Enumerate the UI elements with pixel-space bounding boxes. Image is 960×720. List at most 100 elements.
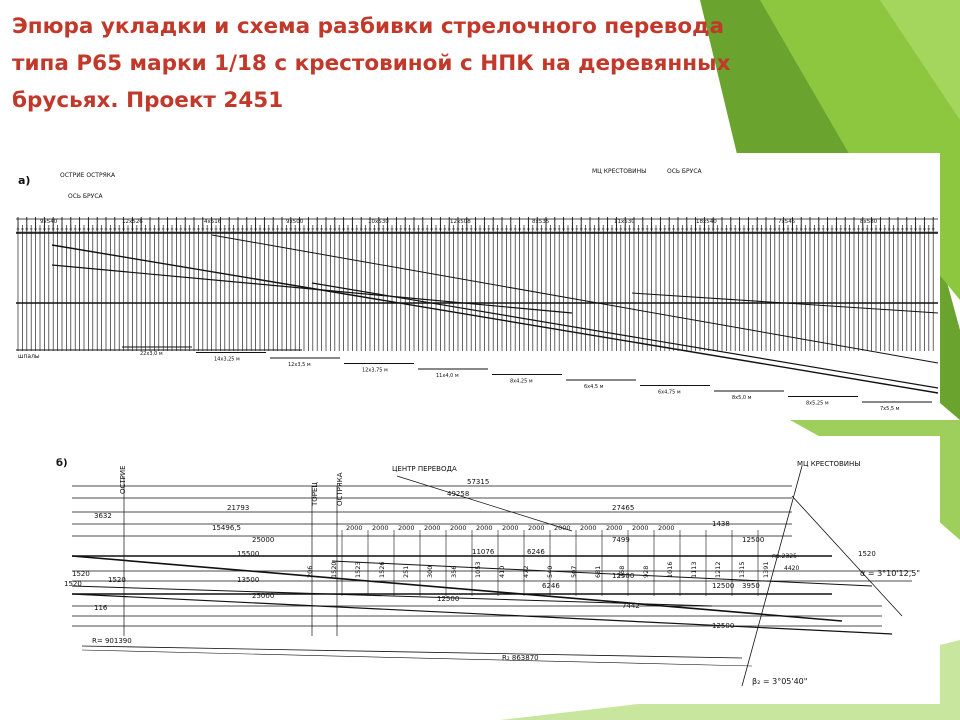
ordinate-label: 1520 xyxy=(330,561,338,578)
ordinate-label: 300 xyxy=(426,566,434,578)
header-tip-label: ОСТРИЕ ОСТРЯКА xyxy=(60,172,116,179)
spacing-label: 9х500 xyxy=(286,219,304,225)
pr2-label: 4420 xyxy=(784,565,799,572)
chain-label: 2000 xyxy=(502,524,519,532)
scheme-line xyxy=(741,465,803,687)
dimension-labels: 57315492582746521793363215496,5250001550… xyxy=(64,478,876,630)
ordinate-label: 1113 xyxy=(690,561,698,578)
ordinate-label: 1391 xyxy=(762,561,770,578)
dimension-label: 7442 xyxy=(622,602,640,610)
chain-label: 2000 xyxy=(632,524,649,532)
dimension-label: 15496,5 xyxy=(212,524,241,532)
turnout-layout-scheme: б) ОСТРИЕ ТОРЕЦ ОСТРЯКА ЦЕНТР ПЕРЕВОДА М… xyxy=(56,457,920,687)
chain-label: 2000 xyxy=(372,524,389,532)
panel-a-label: а) xyxy=(18,174,30,187)
scheme-line xyxy=(791,495,903,617)
dimension-label: 1520 xyxy=(64,580,82,588)
spacing-label: 4х516 xyxy=(204,219,222,225)
dimension-label: 1438 xyxy=(712,520,730,528)
ordinate-label: 1315 xyxy=(738,561,746,578)
chain-label: 2000 xyxy=(554,524,571,532)
dimension-label: 12500 xyxy=(612,572,634,580)
brus-label: 7х5,5 м xyxy=(880,406,900,412)
header-axis-label-left: ОСЬ БРУСА xyxy=(68,193,104,200)
tip-vertical-label: ОСТРИЕ xyxy=(119,465,127,494)
dimension-label: 12500 xyxy=(712,582,734,590)
scheme-lines xyxy=(71,465,912,687)
dimension-label: 6246 xyxy=(542,582,560,590)
scheme-line xyxy=(71,555,843,622)
diverging-rail-line xyxy=(51,264,573,314)
frog-label: МЦ КРЕСТОВИНЫ xyxy=(797,460,860,468)
brus-label: 8х5,0 м xyxy=(732,395,752,401)
ordinate-label: 251 xyxy=(402,566,410,578)
ordinate-label: 507 xyxy=(570,566,578,578)
ordinate-label: 1053 xyxy=(474,561,482,578)
dimension-label: 1520 xyxy=(108,576,126,584)
dimension-label: 116 xyxy=(94,604,108,612)
ordinate-label: 206 xyxy=(306,566,314,578)
dimension-label: 1520 xyxy=(858,550,876,558)
dimension-label: 25000 xyxy=(252,536,274,544)
dimension-label: 1520 xyxy=(72,570,90,578)
ordinate-label: 758 xyxy=(618,566,626,578)
ordinate-label: 928 xyxy=(642,566,650,578)
brus-label: 6х4,75 м xyxy=(658,390,681,396)
chain-label: 2000 xyxy=(580,524,597,532)
chain-label: 2000 xyxy=(424,524,441,532)
dimension-label: 27465 xyxy=(612,504,634,512)
scheme-line xyxy=(81,649,753,667)
brus-label: 11х4,0 м xyxy=(436,373,459,379)
chain-labels: 2000 2000 2000 2000 2000 2000 2000 2000 2000 2000… xyxy=(346,524,675,532)
center-label: ЦЕНТР ПЕРЕВОДА xyxy=(392,465,457,473)
chain-label: 2000 xyxy=(398,524,415,532)
spacing-label: 10х530 xyxy=(368,219,389,225)
header-frog-label: МЦ КРЕСТОВИНЫ xyxy=(592,168,646,175)
chain-label: 2000 xyxy=(476,524,493,532)
chain-label: 2000 xyxy=(606,524,623,532)
chain-label: 2000 xyxy=(658,524,675,532)
chain-label: 2000 xyxy=(528,524,545,532)
frog-rail-line xyxy=(631,292,939,314)
end-vertical-label: ТОРЕЦ xyxy=(311,482,319,507)
ordinate-label: 1212 xyxy=(714,561,722,578)
point-vertical-label: ОСТРЯКА xyxy=(336,472,344,506)
brus-label: 22х3,0 м xyxy=(140,351,163,357)
ordinate-label: 472 xyxy=(522,566,530,578)
layout-diagram-panel: а) ОСТРИЕ ОСТРЯКА ОСЬ БРУСА МЦ КРЕСТОВИН… xyxy=(12,153,940,416)
dimension-label: 7499 xyxy=(612,536,630,544)
dimension-label: 11076 xyxy=(472,548,495,556)
ordinate-label: 1016 xyxy=(666,561,674,578)
spacing-label: 12х508 xyxy=(450,219,471,225)
dimension-label: 3632 xyxy=(94,512,112,520)
dimension-label: 13500 xyxy=(237,576,259,584)
ordinate-label: 681 xyxy=(594,566,602,578)
ordinate-label: 356 xyxy=(450,566,458,578)
header-axis-label-right: ОСЬ БРУСА xyxy=(667,168,703,175)
brus-label: 14х3,25 м xyxy=(214,357,240,363)
diverging-rail-line xyxy=(51,244,939,394)
spacing-label: 7х545 xyxy=(778,219,796,225)
dimension-label: 25000 xyxy=(252,592,274,600)
dimension-label: 6246 xyxy=(527,548,545,556)
brus-label: 8х5,25 м xyxy=(806,401,829,407)
panel-b-label: б) xyxy=(56,457,68,469)
dimension-label: 57315 xyxy=(467,478,489,486)
scheme-line xyxy=(71,593,893,635)
chain-label: 2000 xyxy=(450,524,467,532)
dimension-label: 3950 xyxy=(742,582,760,590)
slide-title: Эпюра укладки и схема разбивки стрелочно… xyxy=(12,14,731,113)
spacing-label: 18х540 xyxy=(696,219,717,225)
scheme-line xyxy=(81,645,743,659)
scheme-line xyxy=(396,475,573,532)
sleeper-ticks xyxy=(16,217,938,351)
dimension-label: 12500 xyxy=(437,595,459,603)
dimension-label: 21793 xyxy=(227,504,249,512)
brus-label: 8х4,25 м xyxy=(510,379,533,385)
spacing-label: 8х535 xyxy=(532,219,550,225)
spacing-label: 11х530 xyxy=(614,219,635,225)
ordinate-label: 410 xyxy=(498,566,506,578)
